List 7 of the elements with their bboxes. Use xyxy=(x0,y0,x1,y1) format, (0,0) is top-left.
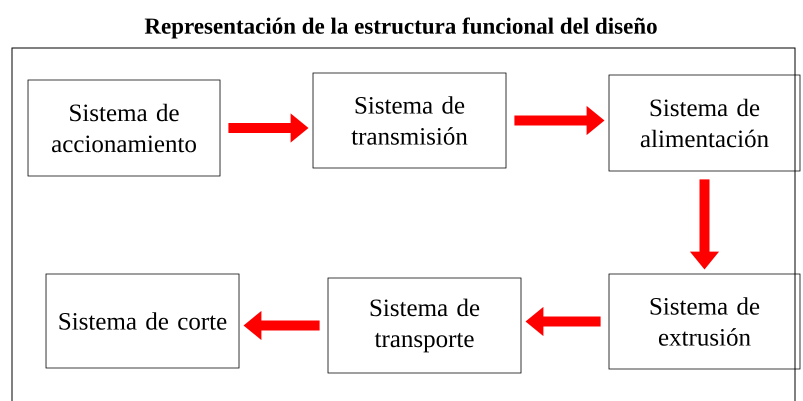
process-box: Sistema de transmisión xyxy=(312,72,506,168)
process-box: Sistema de transporte xyxy=(328,278,522,374)
process-box: Sistema de alimentación xyxy=(608,74,800,172)
process-box: Sistema de extrusión xyxy=(608,274,800,370)
title: Representación de la estructura funcional del diseño xyxy=(144,17,657,39)
process-box: Sistema de accionamiento xyxy=(28,80,220,176)
process-box: Sistema de corte xyxy=(46,274,240,368)
